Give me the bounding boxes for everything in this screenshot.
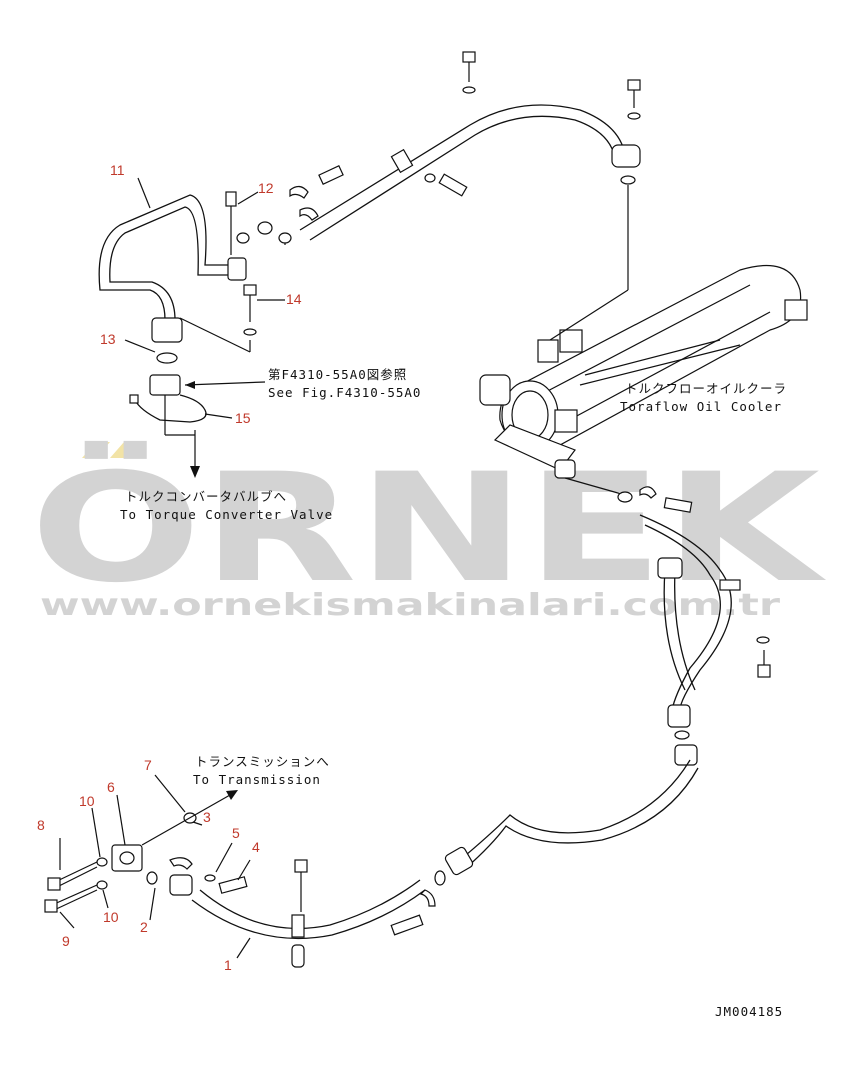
transmission-label-jp: トランスミッションへ	[195, 754, 330, 769]
callout-9: 9	[62, 933, 70, 949]
callout-5: 5	[232, 825, 240, 841]
drawing-id: JM004185	[715, 1004, 783, 1019]
oil-cooler-label-en: Toraflow Oil Cooler	[620, 399, 782, 414]
callout-3: 3	[203, 809, 211, 825]
callout-15: 15	[235, 410, 251, 426]
callout-14: 14	[286, 291, 302, 307]
oil-cooler	[479, 185, 808, 513]
lower-pipe	[146, 759, 699, 968]
callout-6: 6	[107, 779, 115, 795]
callout-1: 1	[224, 957, 232, 973]
callout-13: 13	[100, 331, 116, 347]
flange-fasteners	[44, 790, 238, 913]
callout-7: 7	[144, 757, 152, 773]
callouts: 1 2 3 4 5 6 7 8 9 10 10 11 12 13 14 15	[37, 162, 302, 973]
callout-10-bottom: 10	[103, 909, 119, 925]
callout-leaders	[59, 177, 285, 959]
middle-hose	[639, 514, 771, 766]
reference-note-jp: 第F4310-55A0図参照	[268, 367, 407, 382]
watermark-accent-left	[82, 442, 110, 458]
callout-4: 4	[252, 839, 260, 855]
annotations: 第F4310-55A0図参照 See Fig.F4310-55A0 トルクフロー…	[120, 367, 787, 1019]
converter-label-jp: トルクコンバータバルブへ	[125, 489, 287, 504]
callout-2: 2	[140, 919, 148, 935]
watermark: ÖRNEK www.ornekismakinalari.com.tr	[30, 440, 826, 623]
reference-note-en: See Fig.F4310-55A0	[268, 385, 421, 400]
converter-label-en: To Torque Converter Valve	[120, 507, 333, 522]
callout-11: 11	[110, 162, 125, 178]
watermark-brand: ÖRNEK	[30, 440, 826, 616]
callout-8: 8	[37, 817, 45, 833]
oil-cooler-label-jp: トルクフローオイルクーラ	[625, 381, 787, 396]
watermark-accent-right	[110, 442, 138, 458]
upper-pipe-assembly	[98, 51, 641, 364]
transmission-label-en: To Transmission	[193, 772, 321, 787]
watermark-url: www.ornekismakinalari.com.tr	[40, 588, 780, 623]
callout-12: 12	[258, 180, 274, 196]
valve-15-assembly	[129, 374, 266, 478]
callout-10-top: 10	[79, 793, 95, 809]
